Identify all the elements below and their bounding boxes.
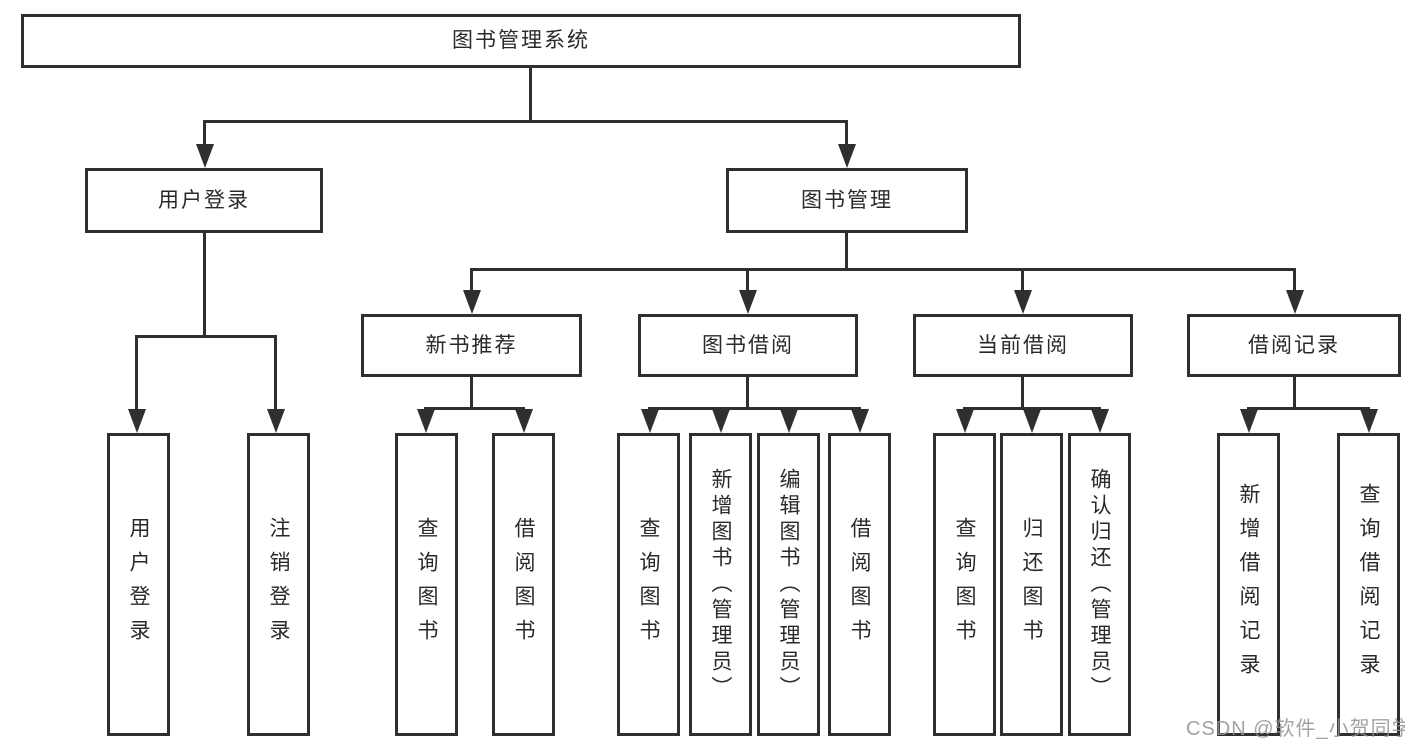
leaf-query-books-borrow: 查询图书 (617, 433, 680, 736)
node-book-borrow: 图书借阅 (638, 314, 858, 377)
connector-line (135, 335, 138, 412)
connector-line (135, 335, 277, 338)
connector-line (470, 268, 1296, 271)
node-current-borrow: 当前借阅 (913, 314, 1133, 377)
connector-line (746, 268, 749, 294)
arrow-down-icon (267, 409, 285, 433)
arrow-down-icon (956, 409, 974, 433)
leaf-borrow-books-recommend: 借阅图书 (492, 433, 555, 736)
arrow-down-icon (1240, 409, 1258, 433)
arrow-down-icon (515, 409, 533, 433)
leaf-add-borrow-record: 新增借阅记录 (1217, 433, 1280, 736)
connector-line (1293, 268, 1296, 294)
leaf-logout: 注销登录 (247, 433, 310, 736)
leaf-borrow-books: 借阅图书 (828, 433, 891, 736)
arrow-down-icon (851, 409, 869, 433)
leaf-query-books-current: 查询图书 (933, 433, 996, 736)
arrow-down-icon (712, 409, 730, 433)
arrow-down-icon (1091, 409, 1109, 433)
connector-line (529, 67, 532, 123)
arrow-down-icon (780, 409, 798, 433)
arrow-down-icon (838, 144, 856, 168)
connector-line (845, 233, 848, 270)
arrow-down-icon (463, 290, 481, 314)
leaf-confirm-return-admin: 确认归还（管理员） (1068, 433, 1131, 736)
leaf-return-books: 归还图书 (1000, 433, 1063, 736)
leaf-user-login: 用户登录 (107, 433, 170, 736)
arrow-down-icon (1014, 290, 1032, 314)
connector-line (1021, 377, 1024, 409)
arrow-down-icon (1360, 409, 1378, 433)
connector-line (203, 120, 206, 148)
connector-line (648, 407, 861, 410)
arrow-down-icon (739, 290, 757, 314)
leaf-edit-books-admin: 编辑图书（管理员） (757, 433, 820, 736)
arrow-down-icon (196, 144, 214, 168)
connector-line (845, 120, 848, 148)
connector-line (470, 377, 473, 409)
leaf-add-books-admin: 新增图书（管理员） (689, 433, 752, 736)
arrow-down-icon (1023, 409, 1041, 433)
node-root: 图书管理系统 (21, 14, 1021, 68)
connector-line (746, 377, 749, 409)
connector-line (203, 233, 206, 337)
leaf-query-books-recommend: 查询图书 (395, 433, 458, 736)
node-new-book-recommend: 新书推荐 (361, 314, 582, 377)
csdn-watermark: CSDN @软件_小贺同学 (1186, 718, 1405, 740)
arrow-down-icon (417, 409, 435, 433)
arrow-down-icon (128, 409, 146, 433)
connector-line (1293, 377, 1296, 409)
arrow-down-icon (1286, 290, 1304, 314)
node-user-login: 用户登录 (85, 168, 323, 233)
connector-line (274, 335, 277, 412)
connector-line (470, 268, 473, 294)
connector-line (424, 407, 525, 410)
node-borrow-records: 借阅记录 (1187, 314, 1401, 377)
connector-line (1021, 268, 1024, 294)
node-book-management: 图书管理 (726, 168, 968, 233)
connector-line (1247, 407, 1370, 410)
leaf-query-borrow-record: 查询借阅记录 (1337, 433, 1400, 736)
connector-line (203, 120, 848, 123)
arrow-down-icon (641, 409, 659, 433)
